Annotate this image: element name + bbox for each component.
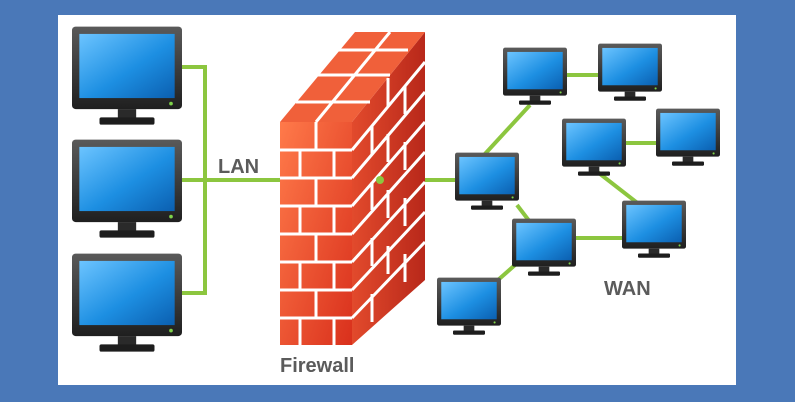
wan-monitor-5-icon	[455, 152, 519, 210]
wan-monitor-3-icon	[562, 118, 626, 176]
lan-monitor-1-icon	[72, 26, 182, 125]
wan-monitor-2-icon	[598, 43, 662, 101]
wan-label: WAN	[604, 278, 651, 300]
wan-monitor-4-icon	[656, 108, 720, 166]
lan-label: LAN	[218, 156, 260, 178]
wan-monitor-8-icon	[437, 277, 501, 335]
wan-monitor-6-icon	[622, 200, 686, 258]
wan-monitor-1-icon	[503, 47, 567, 105]
wan-monitor-7-icon	[512, 218, 576, 276]
lan-monitor-3-icon	[72, 253, 182, 352]
brick-firewall-icon	[280, 31, 427, 345]
lan-monitor-2-icon	[72, 139, 182, 238]
firewall-label: Firewall	[280, 355, 355, 377]
lan-links	[182, 65, 282, 295]
